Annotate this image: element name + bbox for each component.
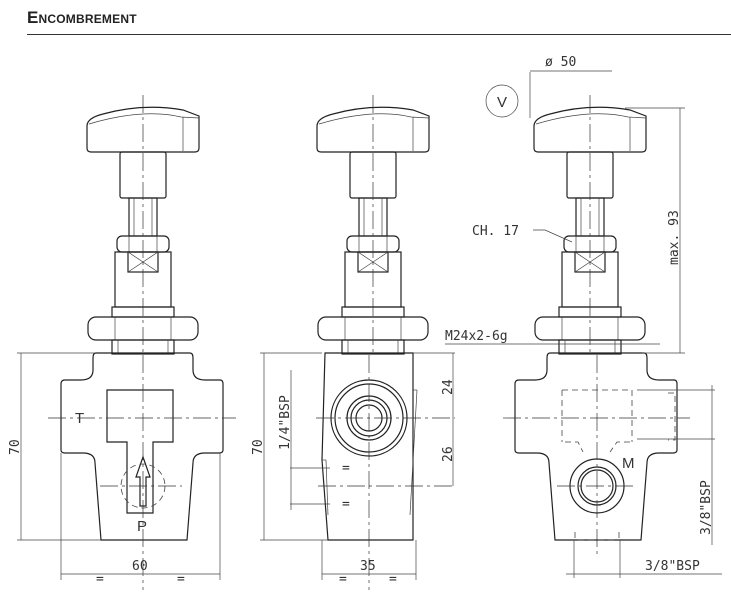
valve-body [60,352,224,541]
dim-mid-height: 70 [251,439,266,455]
left-view: T P 70 60 = = [8,94,236,590]
thread-label: M24x2-6g [445,329,508,344]
port-label-m: M [622,455,635,472]
dim-left-height: 70 [8,439,23,455]
valve-knob-assembly [533,94,647,356]
section-title: Encombrement [27,8,137,27]
dim-mid-upper: 24 [441,379,456,395]
equal-mark: = [177,572,185,587]
valve-body [514,352,678,541]
equal-mark: = [342,461,350,476]
valve-body-side [321,352,414,541]
view-marker-circle [485,84,519,118]
flow-arrow-icon [135,455,151,507]
dim-knob-diameter: ø 50 [545,55,576,70]
valve-knob-assembly [316,94,430,356]
dim-mid-lower: 26 [441,446,456,462]
equal-mark: = [389,572,397,587]
equal-mark: = [96,572,104,587]
port-label-p: P [137,518,147,535]
valve-knob-assembly [86,94,200,356]
equal-mark: = [342,497,350,512]
port-label-t: T [75,410,84,427]
right-view: M V ø 50 max. 93 CH. 17 M24x2-6g 3/8"BSP… [445,55,722,578]
equal-mark: = [339,572,347,587]
view-marker-v: V [497,94,507,111]
title-divider [27,34,731,35]
dim-right-port-vertical: 3/8"BSP [699,480,714,535]
dim-right-port-horizontal: 3/8"BSP [645,559,700,574]
wrench-size-label: CH. 17 [472,224,519,239]
port-window [106,389,174,514]
dim-max-height: max. 93 [667,210,682,265]
dim-mid-port: 1/4"BSP [278,395,293,450]
middle-view: 1/4"BSP = = 70 24 26 35 = = [251,94,456,590]
dim-mid-width: 35 [360,559,376,574]
dim-left-width: 60 [132,559,148,574]
